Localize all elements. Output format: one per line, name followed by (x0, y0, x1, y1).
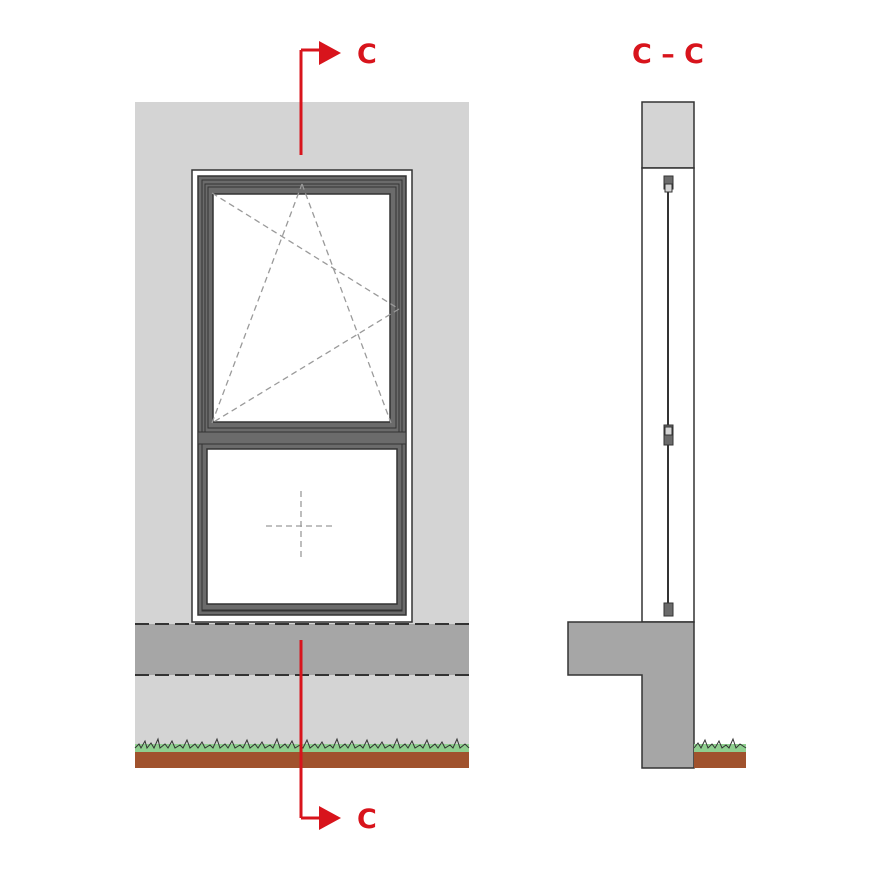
arrow-right-icon (319, 806, 341, 830)
opening-indication-lines (211, 183, 400, 424)
section-label-bottom: C (357, 804, 377, 835)
section-lintel (641, 101, 695, 169)
section-title: C – C (632, 39, 704, 70)
section-soil (694, 752, 746, 768)
section-sill-plinth (567, 621, 695, 769)
fixed-glazing-cross (266, 491, 336, 560)
section-transom-sash (664, 426, 673, 436)
transom (197, 431, 407, 445)
section-sash-top (664, 183, 673, 193)
section-view: C – C (567, 39, 747, 769)
upper-sash-inner-line (207, 186, 397, 429)
tilt-line-right (301, 183, 392, 424)
upper-glass (212, 193, 391, 423)
section-frame-bottom (663, 602, 674, 617)
section-label-top: C (357, 39, 377, 70)
grass-icon (693, 737, 747, 750)
turn-line-lower (211, 308, 400, 424)
elevation-view: C C (134, 39, 470, 835)
arrow-right-icon (319, 41, 341, 65)
turn-line-upper (211, 192, 400, 310)
window-frame-inner-line (201, 179, 403, 612)
tilt-line-left (211, 183, 303, 424)
section-grass-strip (694, 744, 746, 752)
